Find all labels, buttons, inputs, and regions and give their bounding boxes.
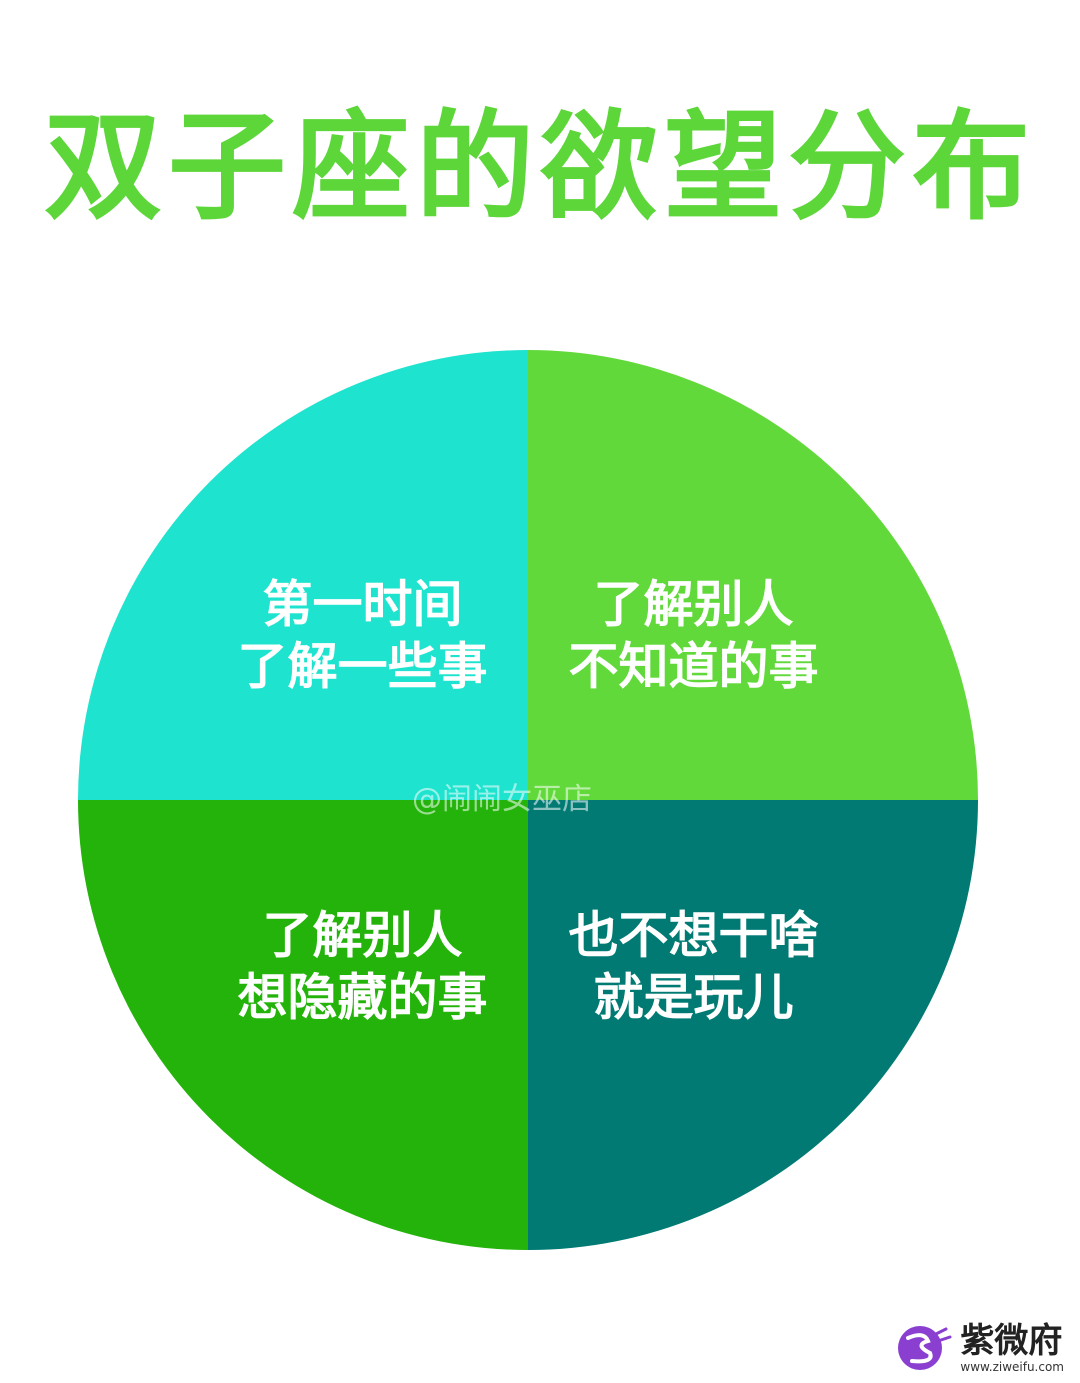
slice-bottom-left <box>78 800 528 1250</box>
logo-icon <box>898 1326 952 1370</box>
slice-top-left-label-line-1: 第一时间 <box>263 576 463 634</box>
slice-bottom-right-label-line-1: 也不想干啥 <box>568 906 818 964</box>
slice-bottom-left-label-line-2: 想隐藏的事 <box>238 968 488 1026</box>
slice-top-left-label-line-2: 了解一些事 <box>238 638 488 696</box>
slice-top-right <box>528 350 978 800</box>
watermark: @闹闹女巫店 <box>412 782 592 817</box>
slice-bottom-left-label-line-1: 了解别人 <box>263 906 463 964</box>
slice-bottom-right <box>528 800 978 1250</box>
slice-top-right-label-line-2: 不知道的事 <box>568 638 818 696</box>
slice-top-left <box>78 350 528 800</box>
slice-top-right-label-line-1: 了解别人 <box>593 576 793 634</box>
site-logo: 紫微府 www.ziweifu.com <box>888 1319 1070 1377</box>
logo-text: 紫微府 <box>960 1320 1063 1361</box>
logo-url: www.ziweifu.com <box>960 1359 1064 1374</box>
page-title: 双子座的欲望分布 <box>43 98 1036 236</box>
slice-bottom-right-label-line-2: 就是玩儿 <box>593 968 793 1026</box>
